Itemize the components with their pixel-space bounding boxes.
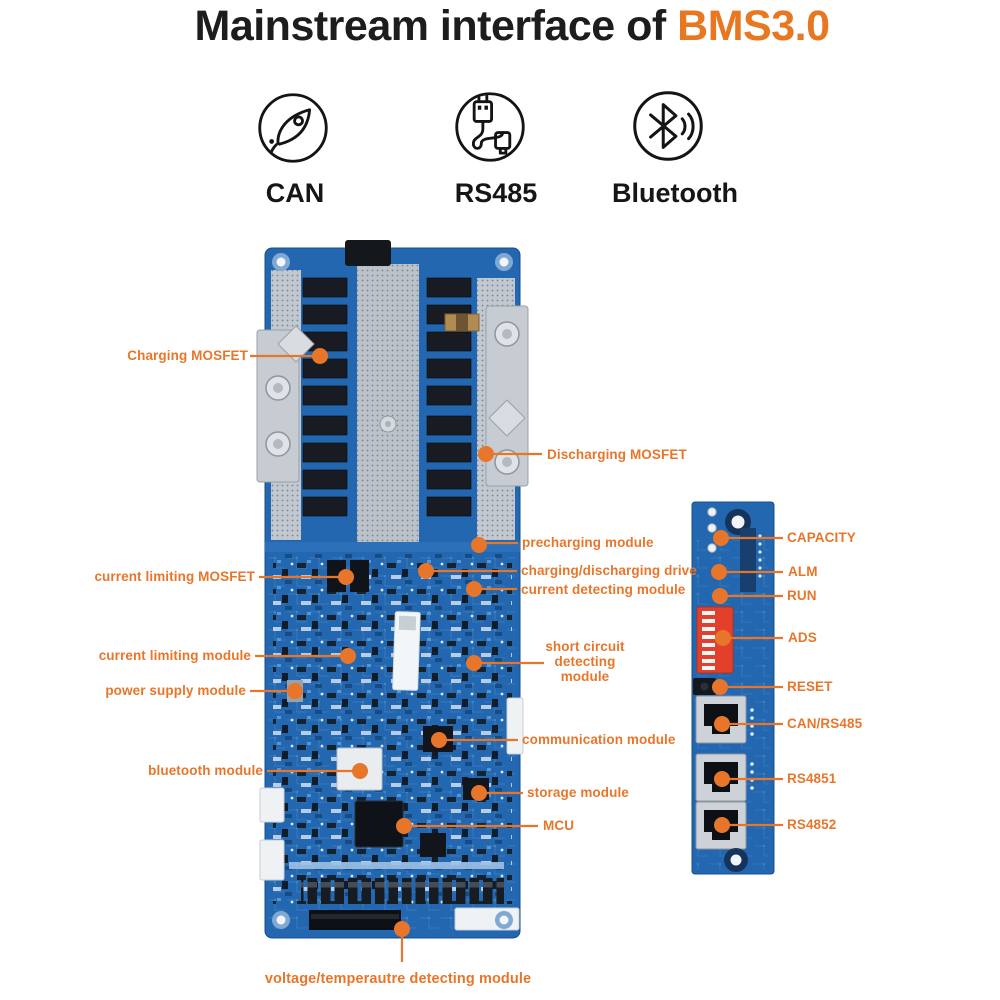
- left-connector-2: [259, 839, 285, 881]
- communication-chip: [423, 726, 453, 752]
- right-bus-bar: [485, 305, 529, 487]
- label-storage-module: storage module: [527, 785, 629, 800]
- top-connector: [345, 240, 391, 266]
- label-charging-discharging-drive: charging/discharging drive: [521, 563, 697, 578]
- right-edge-connector: [506, 697, 524, 755]
- bluetooth-module-shield: [336, 747, 383, 791]
- usb-cable-icon: [455, 92, 525, 162]
- label-capacity: CAPACITY: [787, 530, 856, 545]
- label-current-detecting-module: current detecting module: [521, 582, 686, 597]
- label-mcu: MCU: [543, 818, 575, 833]
- label-voltage-temperature-detecting-module: voltage/temperautre detecting module: [264, 971, 532, 987]
- label-precharging-module: precharging module: [522, 535, 654, 550]
- io-board-image: [691, 501, 775, 875]
- left-connector-1: [259, 787, 285, 823]
- interface-can-label: CAN: [265, 178, 325, 208]
- label-alm: ALM: [788, 564, 818, 579]
- interface-rs485: [452, 89, 528, 165]
- label-ads: ADS: [788, 630, 817, 645]
- title-prefix: Mainstream interface of: [194, 2, 678, 50]
- interface-bluetooth: [630, 88, 706, 164]
- interface-rs485-label: RS485: [454, 178, 538, 208]
- qr-sticker: [392, 611, 421, 691]
- label-rs4851: RS4851: [787, 771, 837, 786]
- label-bluetooth-module: bluetooth module: [148, 763, 263, 778]
- bluetooth-icon: [633, 91, 703, 161]
- label-reset: RESET: [787, 679, 833, 694]
- cell-harness-header: [309, 910, 401, 930]
- page-title: Mainstream interface of BMS3.0: [12, 2, 1000, 51]
- mosfet-array: [302, 277, 472, 517]
- label-short-circuit-detecting-module: short circuit detecting module: [545, 639, 625, 684]
- label-rs4852: RS4852: [787, 817, 837, 832]
- reset-button: [693, 678, 716, 695]
- rocket-icon: [258, 93, 328, 163]
- mounting-holes-top: [272, 253, 513, 271]
- label-run: RUN: [787, 588, 817, 603]
- mounting-holes-bottom: [272, 911, 513, 929]
- mcu-chip: [354, 800, 404, 848]
- storage-chip: [463, 778, 489, 800]
- shunt-resistor: [444, 313, 480, 332]
- label-can-rs485: CAN/RS485: [787, 716, 863, 731]
- label-current-limiting-mosfet: current limiting MOSFET: [94, 569, 255, 584]
- rj45-can-rs485: [695, 695, 747, 744]
- left-bus-bar: [256, 325, 315, 483]
- label-current-limiting-module: current limiting module: [98, 648, 251, 663]
- main-board-image: [256, 240, 529, 939]
- rj45-rs4851: [695, 753, 747, 802]
- label-charging-mosfet: Charging MOSFET: [127, 348, 248, 363]
- dip-switch: [696, 606, 734, 674]
- interface-can: [255, 90, 331, 166]
- interface-bluetooth-label: Bluetooth: [612, 178, 738, 208]
- label-power-supply-module: power supply module: [105, 683, 246, 698]
- title-product-name: BMS3.0: [677, 2, 830, 50]
- optocoupler-row: [301, 878, 504, 904]
- label-communication-module: communication module: [522, 732, 676, 747]
- component-clutter: [273, 554, 512, 904]
- label-discharging-mosfet: Discharging MOSFET: [547, 447, 687, 462]
- power-supply-component: [287, 680, 303, 702]
- rj45-rs4852: [695, 801, 747, 850]
